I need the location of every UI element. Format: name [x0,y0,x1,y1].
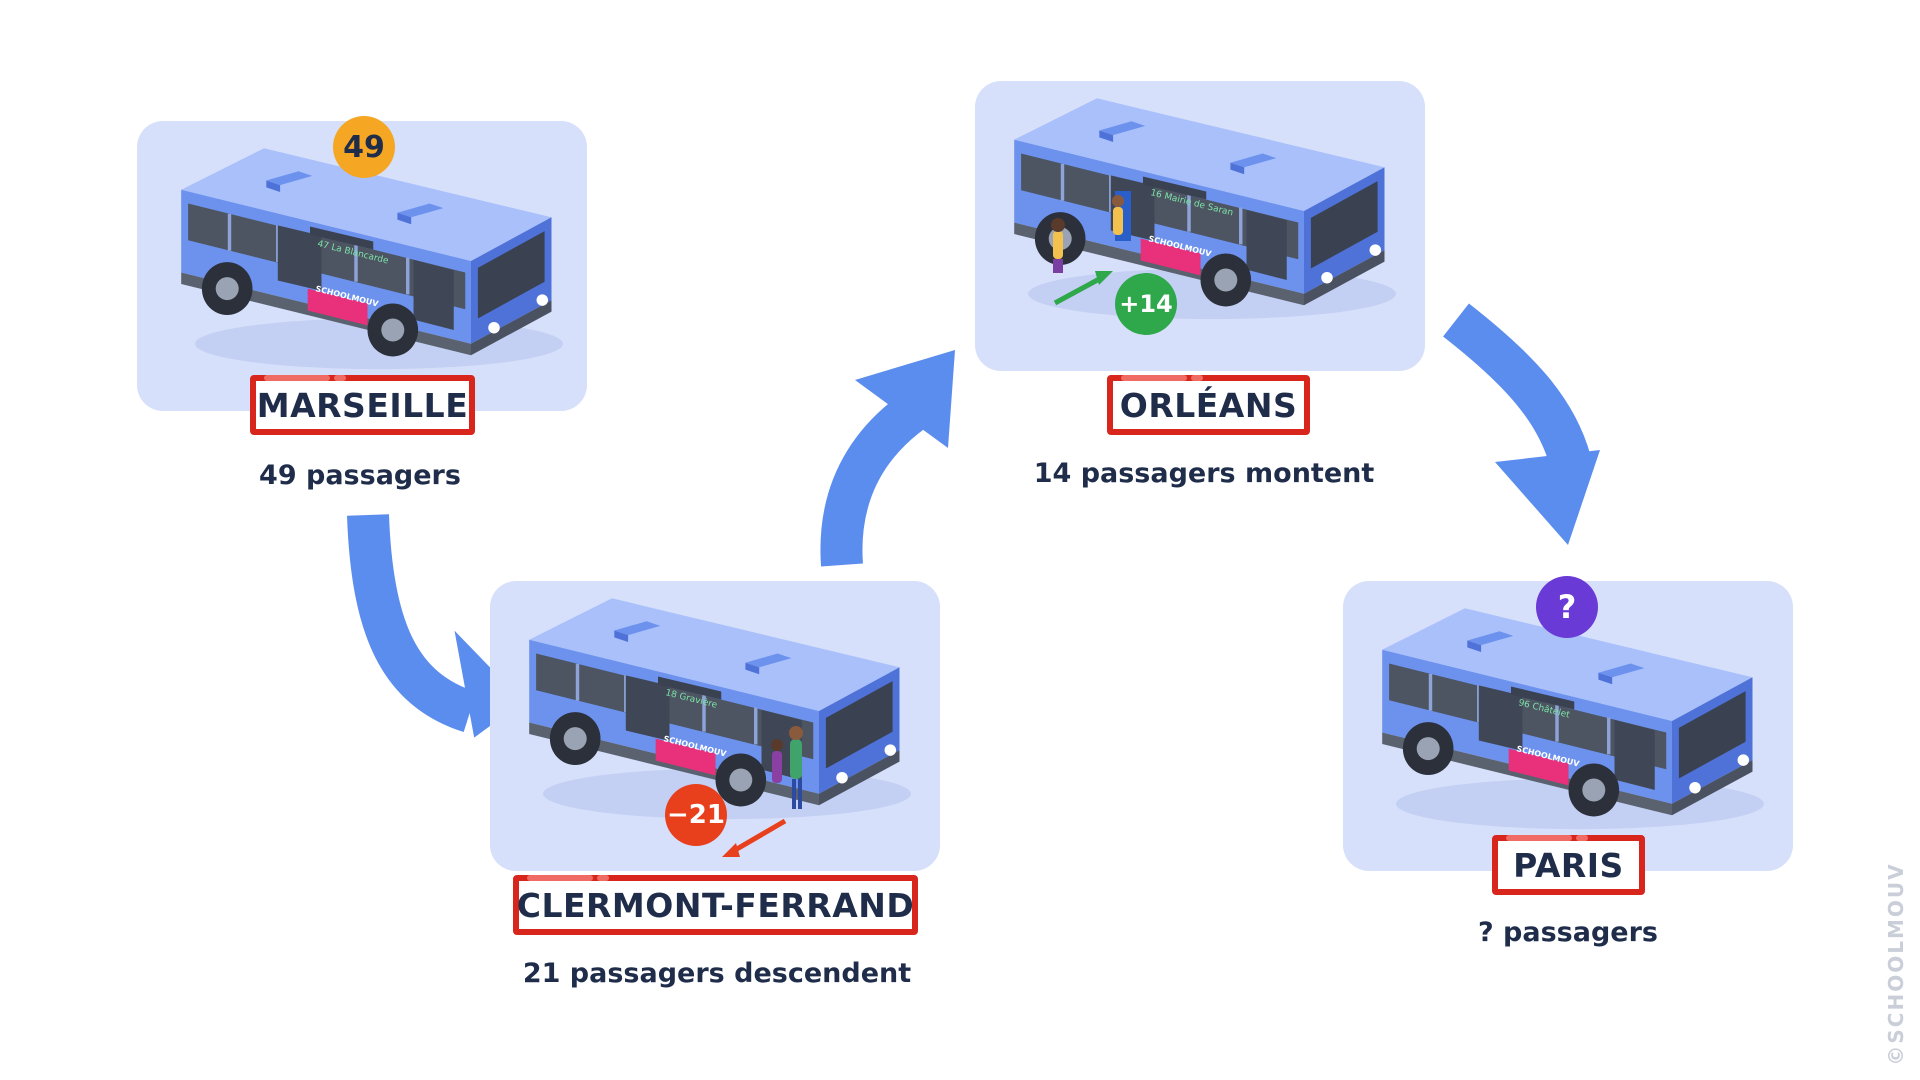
arrow-head-2 [855,350,955,448]
arrow-head-3 [1495,450,1600,545]
passenger-change-badge: +14 [1115,273,1177,335]
stop-caption: 21 passagers descendent [522,958,912,989]
stop-panel-orleans: 16 Mairie de Saran SCHOOLMOUV [975,81,1425,371]
city-sign-clermont-ferrand: CLERMONT-FERRAND [513,875,918,935]
board-arrow [1053,274,1105,306]
bus-illustration: 47 La Blancarde SCHOOLMOUV [179,146,565,371]
alight-arrow [728,818,787,856]
stop-caption: ? passagers [1478,917,1658,948]
stop-caption: 14 passagers montent [1033,458,1375,489]
city-sign-marseille: MARSEILLE [250,375,475,435]
bus-illustration: 16 Mairie de Saran SCHOOLMOUV [1012,96,1398,321]
passengers-alighting [771,726,803,809]
passenger-change-badge: −21 [665,784,727,846]
city-sign-paris: PARIS [1492,835,1645,895]
city-sign-orleans: ORLÉANS [1107,375,1310,435]
city-name: MARSEILLE [256,385,469,425]
watermark-text: ©SCHOOLMOUV [1884,862,1908,1066]
city-name: CLERMONT-FERRAND [516,885,915,925]
stop-caption: 49 passagers [259,460,461,491]
city-name: PARIS [1513,845,1624,885]
bus-illustration: 18 Gravière SCHOOLMOUV [527,596,913,857]
bus-illustration: 96 Châtelet SCHOOLMOUV [1380,606,1766,831]
arrow-marseille-to-clermont [347,514,477,733]
city-name: ORLÉANS [1119,385,1298,425]
watermark: ©SCHOOLMOUV [1876,854,1916,1074]
passenger-count-badge: 49 [333,116,395,178]
arrow-orleans-to-paris [1443,303,1591,467]
unknown-count-badge: ? [1536,576,1598,638]
passengers-boarding [1051,191,1131,273]
